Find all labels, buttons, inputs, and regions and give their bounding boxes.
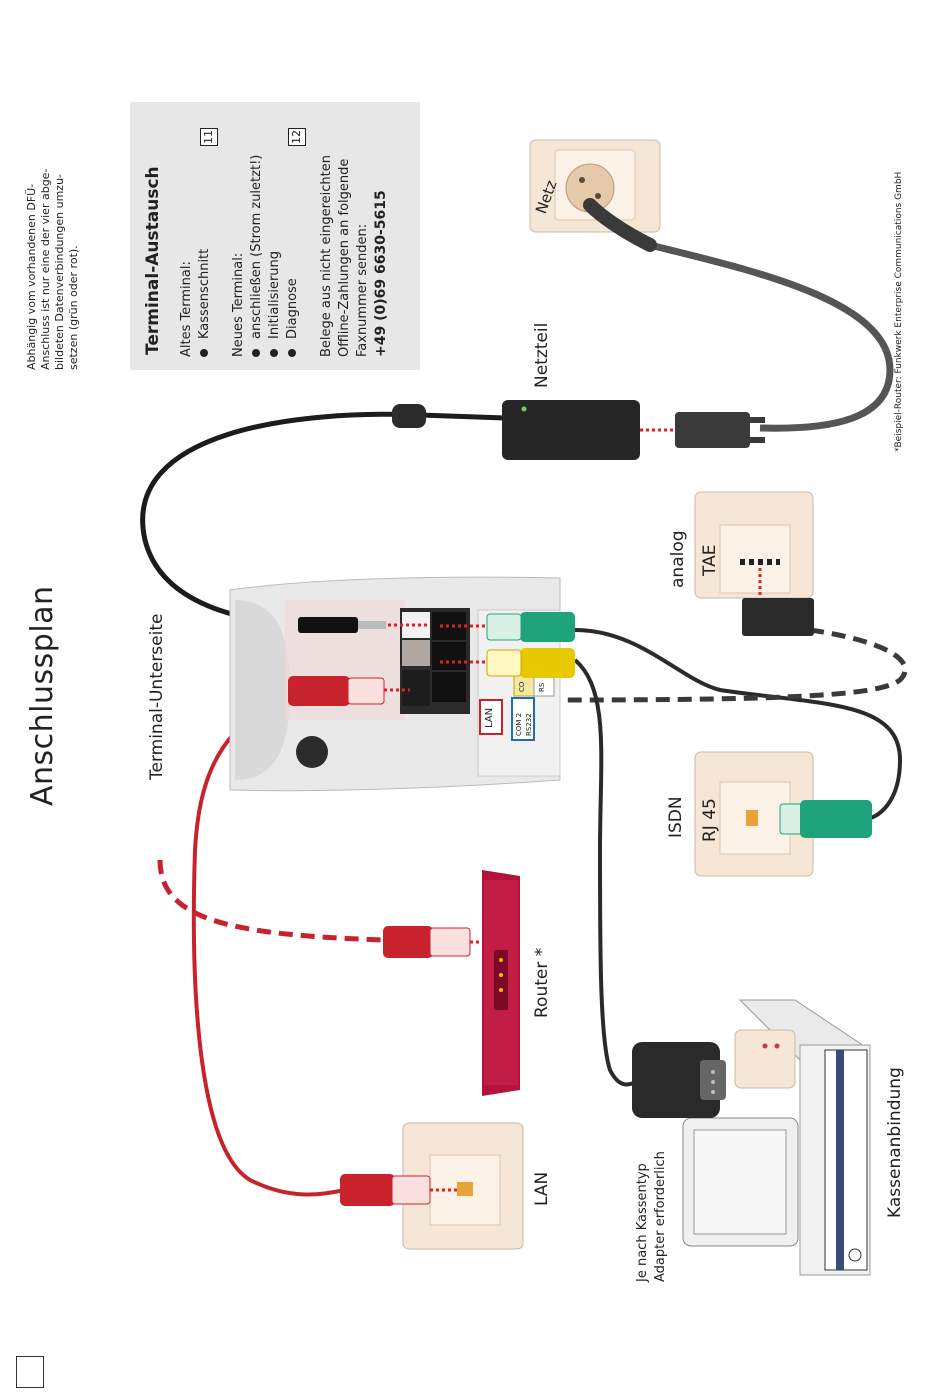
power-supply: [502, 400, 765, 460]
intro-line: setzen (grün oder rot).: [67, 245, 80, 370]
serial-adapter: [632, 1042, 726, 1118]
old-terminal-label: Altes Terminal:: [179, 261, 194, 357]
info-box: [130, 102, 420, 370]
adapter-line: Adapter erforderlich: [653, 1151, 668, 1282]
lan-socket: [340, 1122, 524, 1250]
cable-isdn: [574, 628, 903, 822]
port-label-co: CO: [518, 681, 526, 692]
label-adapter: Je nach Kassentyp Adapter erforderlich: [634, 1151, 670, 1282]
cable-analog-dashed: [559, 627, 908, 703]
tae-socket: [694, 491, 814, 636]
list-item-text: Kassenschnitt: [197, 248, 212, 339]
power-cable-ac: [649, 241, 894, 432]
fax-line: Faxnummer senden:: [355, 223, 370, 357]
terminal-underside: [229, 576, 575, 792]
port-label-com2: COM 2: [515, 712, 523, 736]
label-analog: analog: [668, 530, 688, 588]
netz-socket: [529, 139, 661, 252]
list-item-text: Initialisierung: [267, 250, 282, 339]
intro-line: bildeten Datenverbindungen umzu-: [53, 173, 66, 370]
label-tae: TAE: [700, 544, 720, 576]
badge-12: 12: [288, 128, 306, 146]
intro-line: Anschluss ist nur eine der vier abge-: [39, 168, 52, 370]
bullet-icon: [288, 349, 296, 357]
label-terminal: Terminal-Unterseite: [147, 613, 167, 780]
badge-11: 11: [200, 128, 218, 146]
list-item-text: anschließen (Strom zuletzt!): [249, 154, 264, 339]
label-router: Router *: [532, 947, 552, 1018]
intro-text: Abhängig vom vorhandenen DFÜ- Anschluss …: [25, 169, 81, 370]
label-rj45: RJ 45: [700, 798, 720, 842]
cable-router-red-dashed: [157, 859, 386, 943]
isdn-socket: [694, 751, 872, 877]
bullet-icon: [200, 349, 208, 357]
list-item-text: Diagnose: [285, 278, 300, 339]
list-item: anschließen (Strom zuletzt!): [248, 155, 266, 357]
cash-register-pc: [682, 999, 871, 1276]
port-label-lan: LAN: [484, 707, 495, 728]
power-cable-dc: [140, 411, 506, 628]
label-kassenanbindung: Kassenanbindung: [885, 1067, 905, 1218]
label-lan: LAN: [532, 1171, 552, 1206]
ferrite-core: [392, 404, 426, 428]
bullet-icon: [270, 349, 278, 357]
adapter-line: Je nach Kassentyp: [635, 1163, 650, 1282]
label-isdn: ISDN: [666, 796, 686, 838]
page-title: Anschlussplan: [25, 585, 60, 806]
list-item: Diagnose: [284, 155, 302, 357]
info-box-heading: Terminal-Austausch: [143, 166, 163, 355]
router: [482, 870, 520, 1096]
fax-number: +49 (0)69 6630-5615: [373, 190, 389, 357]
new-terminal-label: Neues Terminal:: [231, 252, 246, 357]
fax-line: Belege aus nicht eingereichten: [319, 155, 334, 357]
info-box-content: Altes Terminal: Kassenschnitt Neues Term…: [178, 155, 390, 357]
footnote: *Beispiel-Router: Funkwerk Enterprise Co…: [894, 171, 904, 452]
port-label-rs232: RS232: [525, 713, 533, 736]
page-marker-box: [16, 1356, 44, 1388]
label-netzteil: Netzteil: [532, 322, 552, 388]
router-red-plug: [383, 926, 482, 958]
cable-serial: [573, 658, 641, 1087]
port-label-rs: RS: [538, 682, 546, 692]
list-item: Initialisierung: [266, 155, 284, 357]
fax-line: Offline-Zahlungen an folgende: [337, 158, 352, 357]
intro-line: Abhängig vom vorhandenen DFÜ-: [25, 183, 38, 370]
bullet-icon: [252, 349, 260, 357]
list-item: Kassenschnitt: [196, 155, 214, 357]
cable-lan-red: [191, 688, 346, 1197]
